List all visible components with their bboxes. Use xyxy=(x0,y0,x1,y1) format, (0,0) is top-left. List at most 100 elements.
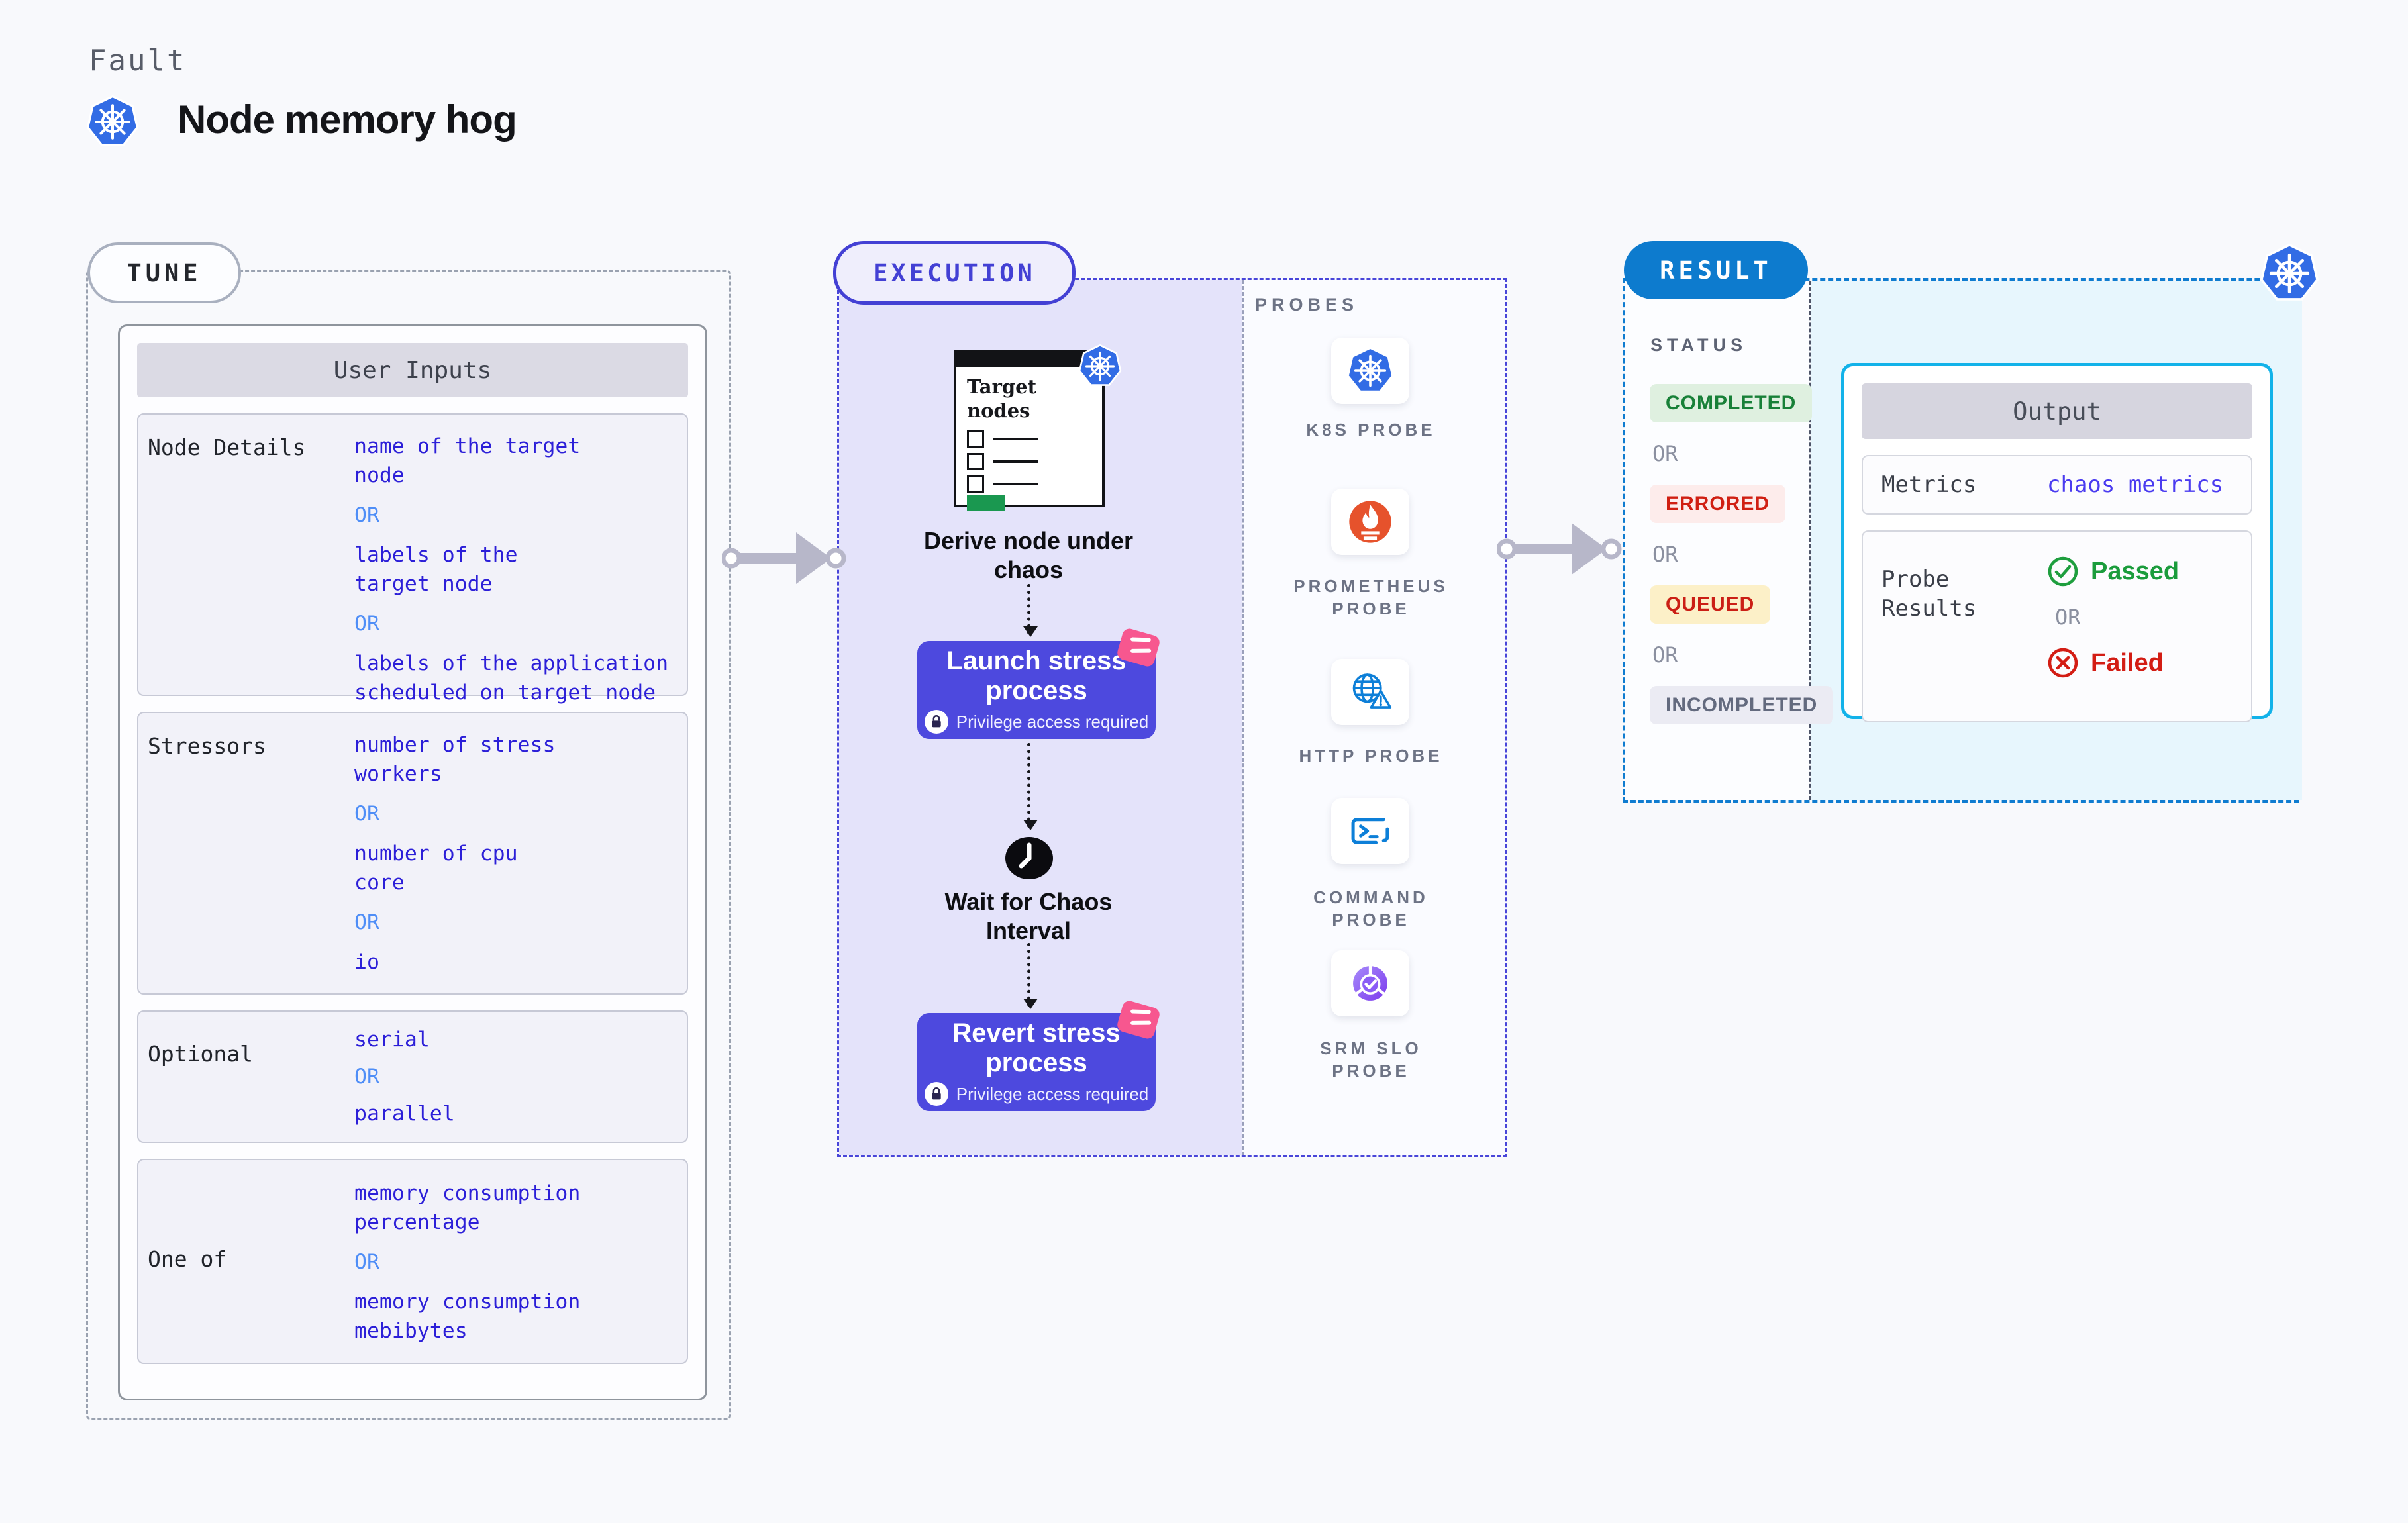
or-separator: OR xyxy=(354,802,379,826)
page-title: Node memory hog xyxy=(177,97,517,142)
checklist-item xyxy=(967,475,1038,493)
value-line: io xyxy=(354,950,379,974)
metrics-value: chaos metrics xyxy=(2047,471,2224,498)
value-line: node xyxy=(354,464,405,487)
or-separator: OR xyxy=(354,1250,379,1274)
probe-label: HTTP PROBE xyxy=(1299,746,1443,765)
value-line: labels of the application xyxy=(354,652,669,675)
tune-panel xyxy=(86,270,731,1420)
flow-arrow-tune-to-execution xyxy=(722,528,848,588)
checklist-item xyxy=(967,453,1038,470)
privilege-note: Privilege access required xyxy=(924,710,1149,734)
or-separator: OR xyxy=(2055,605,2081,630)
or-separator: OR xyxy=(1652,642,1678,667)
value-line: name of the target xyxy=(354,434,581,458)
probe-card-k8s[interactable] xyxy=(1331,338,1409,404)
value-line: mebibytes xyxy=(354,1319,468,1343)
or-separator: OR xyxy=(354,910,379,934)
arrowhead-icon xyxy=(1023,820,1038,830)
execution-badge[interactable]: EXECUTION xyxy=(833,241,1076,305)
user-inputs-header: User Inputs xyxy=(137,343,688,397)
revert-stress-process-button[interactable]: Revert stress process Privilege access r… xyxy=(917,1013,1156,1111)
probe-card-srm-slo[interactable] xyxy=(1331,950,1409,1016)
dotted-connector xyxy=(1023,743,1038,830)
status-badge-stack: COMPLETED OR ERRORED OR QUEUED OR INCOMP… xyxy=(1650,384,1834,724)
value-line: memory consumption xyxy=(354,1181,581,1205)
x-circle-icon xyxy=(2048,648,2078,678)
output-card: Output Metrics chaos metrics Probe Resul… xyxy=(1841,363,2273,722)
status-badge-queued: QUEUED xyxy=(1650,585,1771,624)
probe-label: COMMAND PROBE xyxy=(1313,887,1429,930)
probe-label: PROMETHEUS PROBE xyxy=(1293,576,1448,618)
tune-badge[interactable]: TUNE xyxy=(87,242,241,303)
dotted-connector xyxy=(1023,584,1038,637)
kubernetes-icon xyxy=(1078,344,1122,387)
value-line: core xyxy=(354,871,405,895)
privilege-note: Privilege access required xyxy=(924,1082,1148,1106)
probe-label: SRM SLO PROBE xyxy=(1320,1038,1422,1081)
step-wait-label: Wait for Chaos Interval xyxy=(944,888,1113,944)
globe-alert-icon xyxy=(1352,673,1392,709)
value-line: workers xyxy=(354,762,442,786)
row-label: Optional xyxy=(148,1041,253,1067)
chaos-ribbon-icon xyxy=(1113,996,1164,1044)
value-line: serial xyxy=(354,1028,430,1052)
kubernetes-icon xyxy=(2260,244,2319,303)
launch-stress-process-button[interactable]: Launch stress process Privilege access r… xyxy=(917,641,1156,739)
button-label: Launch stress process xyxy=(946,646,1127,705)
checkbox-icon xyxy=(967,453,984,470)
status-badge-incompleted: INCOMPLETED xyxy=(1650,686,1834,724)
button-label: Revert stress process xyxy=(952,1018,1121,1077)
privilege-text: Privilege access required xyxy=(956,711,1149,732)
row-values: name of the target node OR labels of the… xyxy=(354,415,677,705)
probe-card-prometheus[interactable] xyxy=(1331,489,1409,555)
or-separator: OR xyxy=(354,612,379,636)
row-values: serial OR parallel xyxy=(354,1012,677,1142)
value-line: labels of the xyxy=(354,543,518,567)
slo-gauge-icon xyxy=(1353,965,1387,1001)
arrowhead-icon xyxy=(1023,999,1038,1009)
probe-results-values: Passed OR Failed xyxy=(2047,532,2179,721)
checkbox-icon xyxy=(967,430,984,448)
tune-badge-label: TUNE xyxy=(126,258,202,287)
list-line xyxy=(993,460,1038,463)
probe-label: K8S PROBE xyxy=(1306,420,1436,440)
probe-results-row: Probe Results Passed OR Faile xyxy=(1862,530,2252,722)
checklist-item xyxy=(967,430,1038,448)
probe-card-http[interactable] xyxy=(1331,659,1409,725)
target-card-titlebar xyxy=(954,350,1105,367)
list-line xyxy=(993,438,1038,440)
result-badge[interactable]: RESULT xyxy=(1624,241,1808,299)
value-line: memory consumption xyxy=(354,1290,581,1314)
row-label: One of xyxy=(148,1246,227,1272)
execution-badge-label: EXECUTION xyxy=(873,258,1036,287)
row-values: memory consumption percentage OR memory … xyxy=(354,1160,677,1363)
status-badge-completed: COMPLETED xyxy=(1650,384,1813,422)
probes-section-label: PROBES xyxy=(1255,295,1359,315)
table-row-node-details: Node Details name of the target node OR … xyxy=(137,413,688,705)
result-badge-label: RESULT xyxy=(1660,256,1772,285)
checkbox-icon xyxy=(967,475,984,493)
value-line: number of cpu xyxy=(354,842,518,865)
output-card-header: Output xyxy=(1862,383,2252,439)
flow-arrow-execution-to-result xyxy=(1497,519,1623,579)
target-card-title: Target nodes xyxy=(967,375,1036,422)
value-line: number of stress xyxy=(354,733,556,757)
status-section-label: STATUS xyxy=(1650,335,1747,355)
failed-label: Failed xyxy=(2091,648,2164,677)
terminal-icon xyxy=(1351,818,1389,844)
metrics-label: Metrics xyxy=(1881,471,1977,498)
kubernetes-icon xyxy=(1346,347,1394,393)
step-derive-label: Derive node under chaos xyxy=(923,527,1134,583)
chaos-ribbon-icon xyxy=(1113,624,1164,671)
probe-card-command[interactable] xyxy=(1331,798,1409,864)
probe-results-label: Probe Results xyxy=(1881,566,1977,622)
table-row-one-of: One of memory consumption percentage OR … xyxy=(137,1159,688,1364)
or-separator: OR xyxy=(1652,542,1678,567)
or-separator: OR xyxy=(354,503,379,527)
clock-icon xyxy=(1005,837,1053,879)
row-label: Stressors xyxy=(148,733,266,759)
value-line: scheduled on target node xyxy=(354,681,656,705)
lock-icon xyxy=(924,710,948,734)
